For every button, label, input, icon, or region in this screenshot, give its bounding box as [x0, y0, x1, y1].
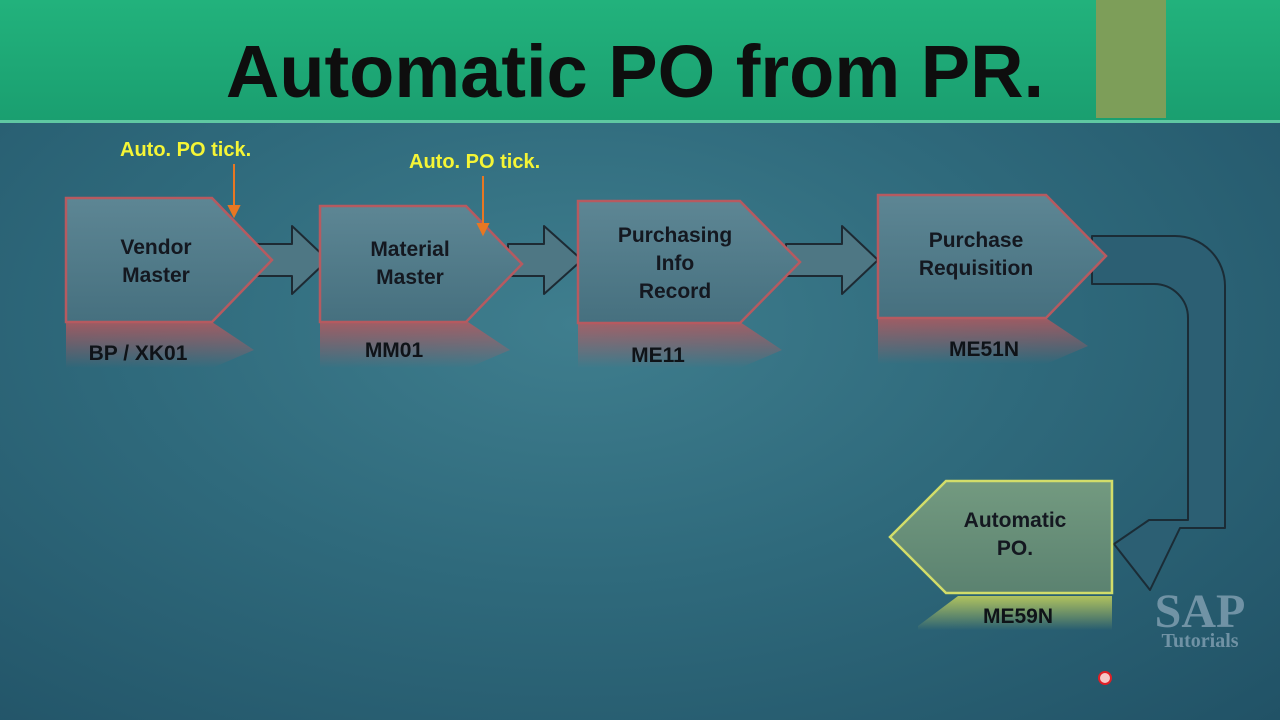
- title-banner: [0, 0, 1280, 123]
- step-reflection: [320, 322, 510, 368]
- annotation-pointer-head: [227, 205, 241, 219]
- tcode-material-master: MM01: [364, 339, 424, 362]
- annotation-pointer-head: [476, 223, 490, 237]
- annotation-label: Auto. PO tick.: [120, 139, 252, 161]
- tcode-purchase-requisition: ME51N: [948, 338, 1020, 361]
- step-label-purchasing-info-record: Purchasing Info Record: [578, 222, 772, 306]
- result-label-automatic-po: Automatic PO.: [930, 507, 1100, 563]
- annotation-label: Auto. PO tick.: [409, 151, 541, 173]
- step-label-line: Purchase: [928, 229, 1024, 252]
- step-reflection: [878, 318, 1088, 364]
- step-label-material-master: Material Master: [320, 236, 500, 292]
- step-label-line: Vendor: [120, 236, 192, 259]
- accent-bar: [1096, 0, 1166, 118]
- curved-flow-arrow: [1091, 235, 1226, 591]
- step-label-line: Requisition: [918, 257, 1034, 280]
- flow-arrow: [785, 225, 879, 295]
- step-label-line: Purchasing: [617, 224, 733, 247]
- result-label-line: Automatic: [963, 509, 1067, 532]
- step-reflection: [66, 322, 254, 368]
- result-box-automatic-po: [888, 479, 1114, 595]
- flow-arrow: [255, 225, 329, 295]
- laser-pointer-icon: [1098, 671, 1112, 685]
- step-label-line: Master: [376, 266, 444, 289]
- tcode-automatic-po: ME59N: [982, 605, 1054, 628]
- step-box-material-master: [318, 204, 524, 324]
- watermark-logo: SAP Tutorials: [1120, 588, 1280, 653]
- step-label-line: Info: [655, 252, 695, 275]
- step-box-vendor-master: [64, 196, 274, 324]
- step-label-purchase-requisition: Purchase Requisition: [878, 227, 1074, 283]
- tcode-vendor-master: BP / XK01: [88, 342, 188, 365]
- step-reflection: [578, 322, 782, 368]
- step-label-line: Record: [638, 280, 712, 303]
- watermark-main: SAP: [1154, 585, 1246, 638]
- step-label-line: Master: [122, 264, 190, 287]
- result-reflection: [918, 596, 1112, 630]
- step-box-purchase-requisition: [876, 193, 1108, 320]
- flow-arrow: [507, 225, 583, 295]
- result-label-line: PO.: [996, 537, 1034, 560]
- step-label-vendor-master: Vendor Master: [66, 234, 246, 290]
- step-label-line: Material: [370, 238, 450, 261]
- reflection-group: [66, 318, 1112, 630]
- tcode-purchasing-info-record: ME11: [631, 344, 685, 367]
- step-box-purchasing-info-record: [576, 199, 802, 325]
- watermark-sub: Tutorials: [1161, 630, 1239, 652]
- slide-title: Automatic PO from PR.: [225, 30, 1045, 113]
